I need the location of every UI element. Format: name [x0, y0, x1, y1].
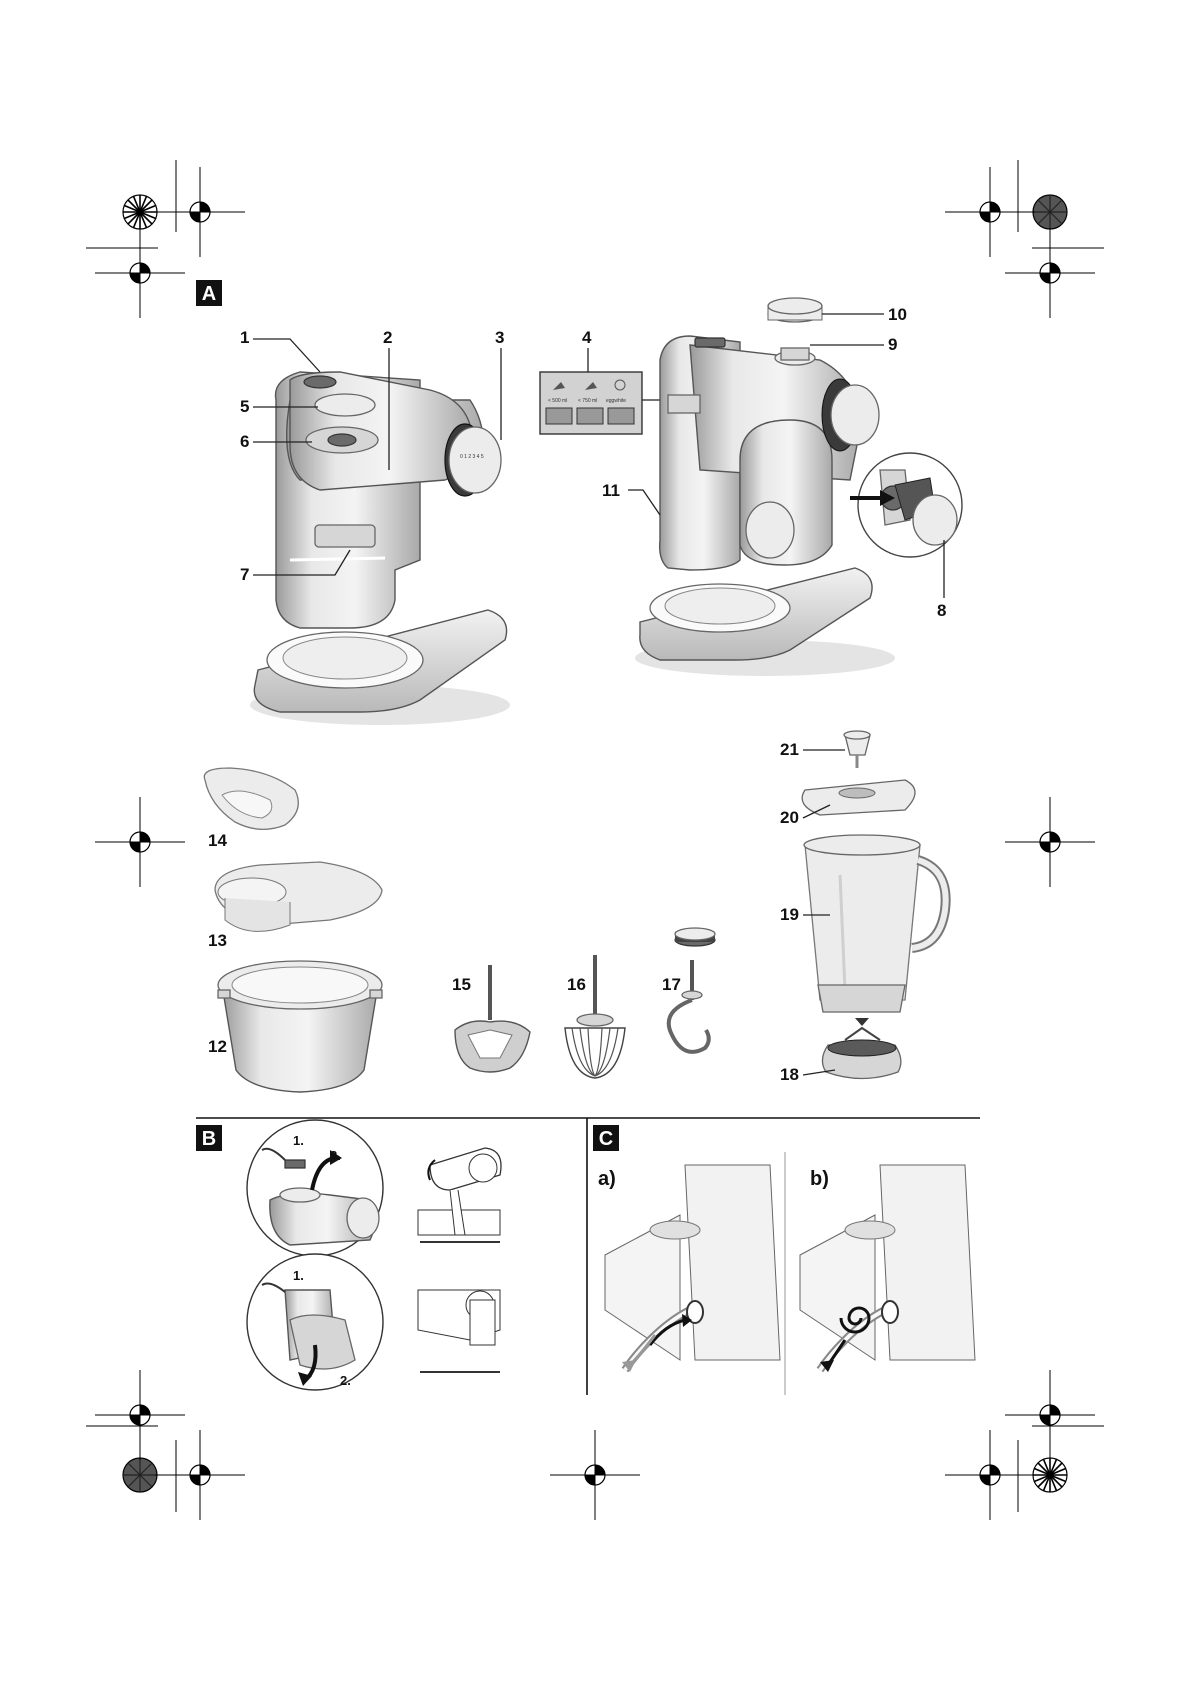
accessory-lid-14: 14	[203, 767, 299, 850]
accessory-dough-hook-17: 17	[662, 927, 716, 1054]
c-panel-a: a)	[598, 1164, 781, 1373]
starburst-mark-icon	[1032, 1457, 1068, 1493]
b-step-1-top: 1.	[293, 1133, 304, 1148]
starburst-mark-icon	[122, 194, 158, 230]
crosshair-mark-icon	[94, 796, 186, 888]
mixer-front-view: 0 1 2 3 4 5	[250, 371, 510, 725]
starburst-mark-icon	[122, 1457, 158, 1493]
speed-scale-text: 0 1 2 3 4 5	[460, 454, 484, 460]
callout-5: 5	[240, 397, 249, 416]
callout-10: 10	[888, 305, 907, 324]
b-arm-raised-silhouette	[417, 1147, 502, 1243]
starburst-mark-icon	[1032, 194, 1068, 230]
crosshair-mark-icon	[94, 1369, 186, 1461]
registration-marks	[86, 160, 1104, 1521]
panel-program-2: < 750 ml	[578, 398, 597, 404]
callout-17: 17	[662, 975, 681, 994]
section-b-badge: B	[196, 1125, 222, 1151]
section-c-label: C	[599, 1128, 613, 1150]
crosshair-mark-icon	[1004, 796, 1096, 888]
arrow-icon	[622, 1360, 636, 1372]
callout-12: 12	[208, 1037, 227, 1056]
callout-6: 6	[240, 432, 249, 451]
callout-15: 15	[452, 975, 471, 994]
accessory-whisk-16: 16	[564, 955, 626, 1079]
control-panel-detail: < 500 ml < 750 ml eggwhite 4	[539, 328, 668, 435]
lever-detail	[850, 452, 963, 558]
callout-13: 13	[208, 931, 227, 950]
arrow-icon	[682, 1314, 692, 1327]
c-panel-b-label: b)	[810, 1168, 829, 1190]
crosshair-mark-icon	[944, 166, 1036, 258]
crosshair-mark-icon	[1004, 227, 1096, 319]
arrow-down-icon	[855, 1018, 869, 1026]
blender-assembly: 21 20 19 18	[780, 730, 951, 1084]
callouts-side: 10 9 11 8	[602, 305, 946, 620]
callout-2: 2	[383, 328, 392, 347]
callout-18: 18	[780, 1065, 799, 1084]
mixer-side-view	[635, 297, 895, 676]
c-panel-a-label: a)	[598, 1168, 616, 1190]
callout-19: 19	[780, 905, 799, 924]
b-step-1-bottom: 1.	[293, 1268, 304, 1283]
callout-21: 21	[780, 740, 799, 759]
c-panel-b: b)	[799, 1164, 976, 1373]
accessory-beater-15: 15	[452, 965, 531, 1073]
program-whisk-icon	[553, 382, 565, 390]
section-b-label: B	[202, 1128, 216, 1150]
crosshair-mark-icon	[154, 166, 246, 258]
section-a-badge: A	[196, 280, 222, 306]
panel-program-3: eggwhite	[606, 398, 626, 404]
arrow-icon	[880, 490, 895, 506]
panel-program-1: < 500 ml	[548, 398, 567, 404]
callout-1: 1	[240, 328, 249, 347]
b-arm-raise-detail: 1. 2.	[246, 1119, 384, 1257]
b-step-2-top: 2.	[330, 1148, 341, 1163]
crosshair-mark-icon	[154, 1429, 246, 1521]
b-step-2-bottom: 2.	[340, 1373, 351, 1388]
program-egg-icon	[614, 379, 626, 391]
accessory-bowl-12: 12	[208, 960, 383, 1093]
program-cream-icon	[585, 382, 597, 390]
section-c-badge: C	[593, 1125, 619, 1151]
arrow-icon	[820, 1360, 834, 1372]
callouts-front: 1 2 3 5 6 7	[240, 328, 504, 584]
section-a-label: A	[202, 283, 216, 305]
cable-coil-icon	[839, 1306, 871, 1334]
callout-8: 8	[937, 601, 946, 620]
arrow-icon	[298, 1372, 312, 1386]
callout-9: 9	[888, 335, 897, 354]
callout-7: 7	[240, 565, 249, 584]
callout-4: 4	[582, 328, 592, 347]
crosshair-mark-icon	[944, 1429, 1036, 1521]
callout-11: 11	[602, 481, 620, 500]
accessory-chute-13: 13	[208, 861, 383, 950]
arrow-icon	[330, 1150, 342, 1165]
b-arm-lowered-silhouette	[417, 1289, 501, 1373]
callout-20: 20	[780, 808, 799, 827]
callout-16: 16	[567, 975, 586, 994]
crosshair-mark-icon	[549, 1429, 641, 1521]
callout-14: 14	[208, 831, 227, 850]
b-arm-lower-detail: 1. 2.	[246, 1253, 384, 1391]
crosshair-mark-icon	[94, 227, 186, 319]
callout-3: 3	[495, 328, 504, 347]
